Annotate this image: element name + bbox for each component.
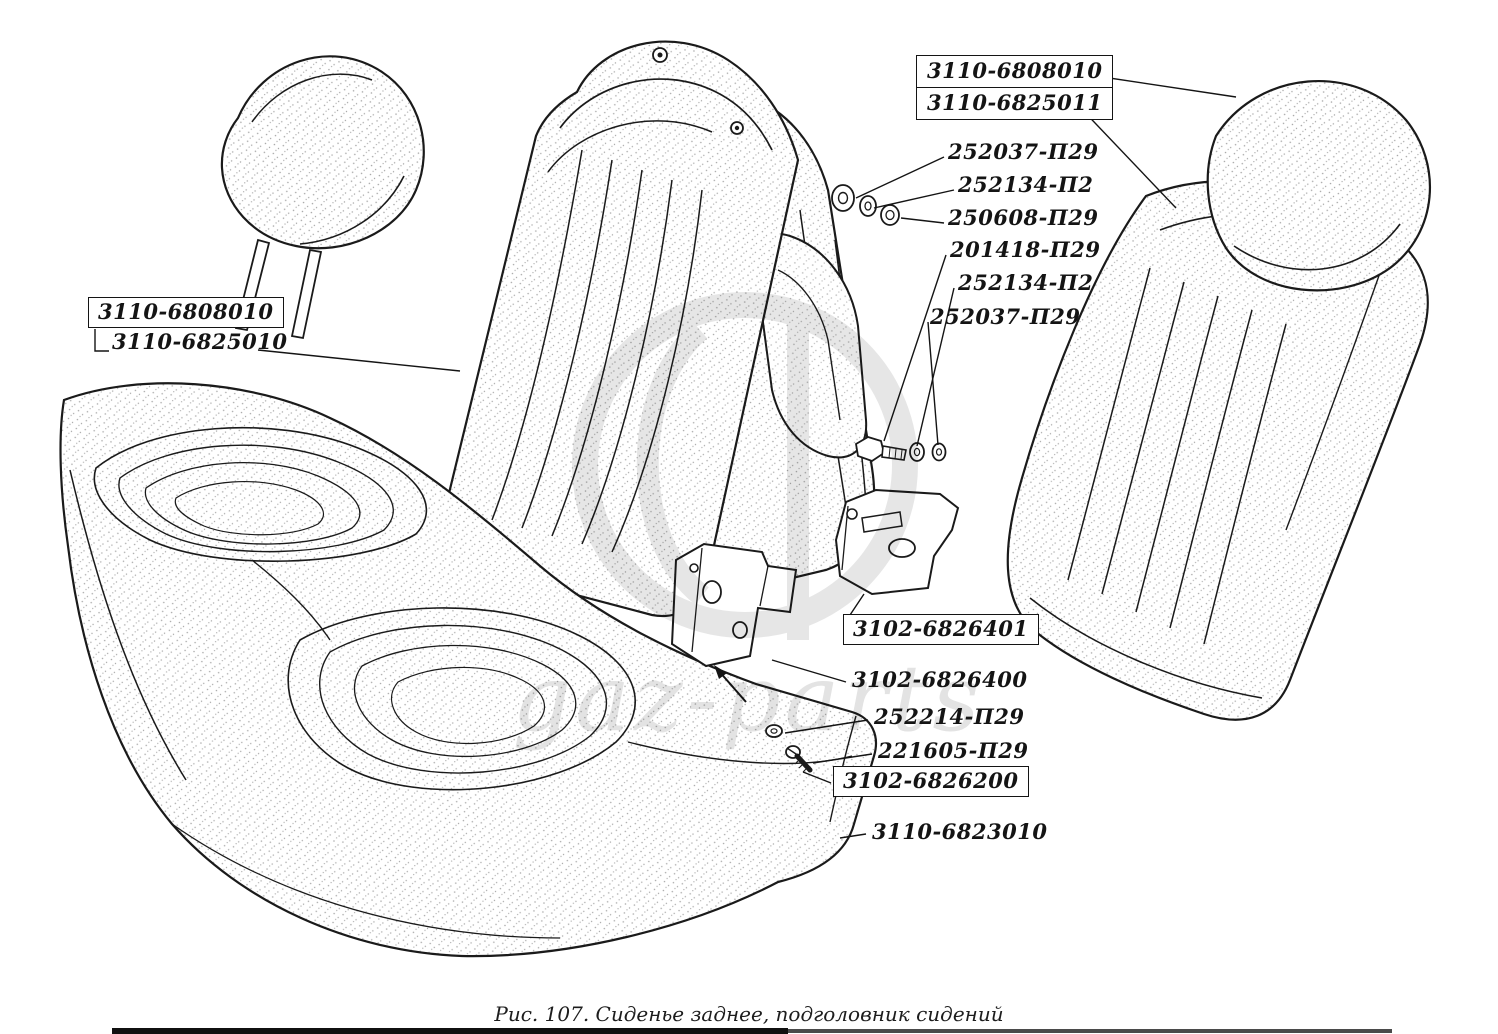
callout-bracket-assembly: 3102-6826200 xyxy=(833,766,1030,798)
callout-washer-252134-upper: 252134-П2 xyxy=(958,172,1094,197)
callout-right-headrest: 3110-6825011 xyxy=(927,90,1103,116)
screw-and-washer-drawing xyxy=(765,724,813,773)
watermark-text: gaz-parts xyxy=(512,645,983,752)
left-headrest-drawing xyxy=(220,55,425,340)
callout-bracket-left: 3102-6826400 xyxy=(852,667,1028,692)
watermark: gaz-parts xyxy=(512,292,983,752)
pointer-arrow xyxy=(714,665,747,703)
callout-left-headrest-assembly: 3110-6808010 xyxy=(88,297,285,329)
upper-washers-and-nut-drawing xyxy=(831,184,900,226)
callout-screw-221605: 221605-П29 xyxy=(878,738,1029,763)
callout-nut-250608: 250608-П29 xyxy=(948,205,1099,230)
right-seat-back-drawing xyxy=(1006,79,1432,721)
callout-right-headrest-assembly: 3110-6808010 xyxy=(917,56,1113,89)
callout-washer-252214: 252214-П29 xyxy=(874,704,1025,729)
callout-bracket-right: 3102-6826401 xyxy=(843,614,1040,646)
figure-caption: Рис. 107. Сиденье заднее, подголовник си… xyxy=(494,1002,1004,1026)
callout-box-right-headrest: 3110-6808010 3110-6825011 xyxy=(916,55,1114,121)
callout-left-headrest: 3110-6825010 xyxy=(112,329,288,354)
callout-washer-252134-lower: 252134-П2 xyxy=(958,270,1094,295)
callout-washer-252037-upper: 252037-П29 xyxy=(948,139,1099,164)
callout-seat-cushion: 3110-6823010 xyxy=(872,819,1048,844)
callout-washer-252037-lower: 252037-П29 xyxy=(930,304,1081,329)
rear-seat-back-left-half-drawing xyxy=(440,40,800,618)
bottom-scan-bar xyxy=(112,1028,1392,1034)
callout-bolt-201418: 201418-П29 xyxy=(950,237,1101,262)
